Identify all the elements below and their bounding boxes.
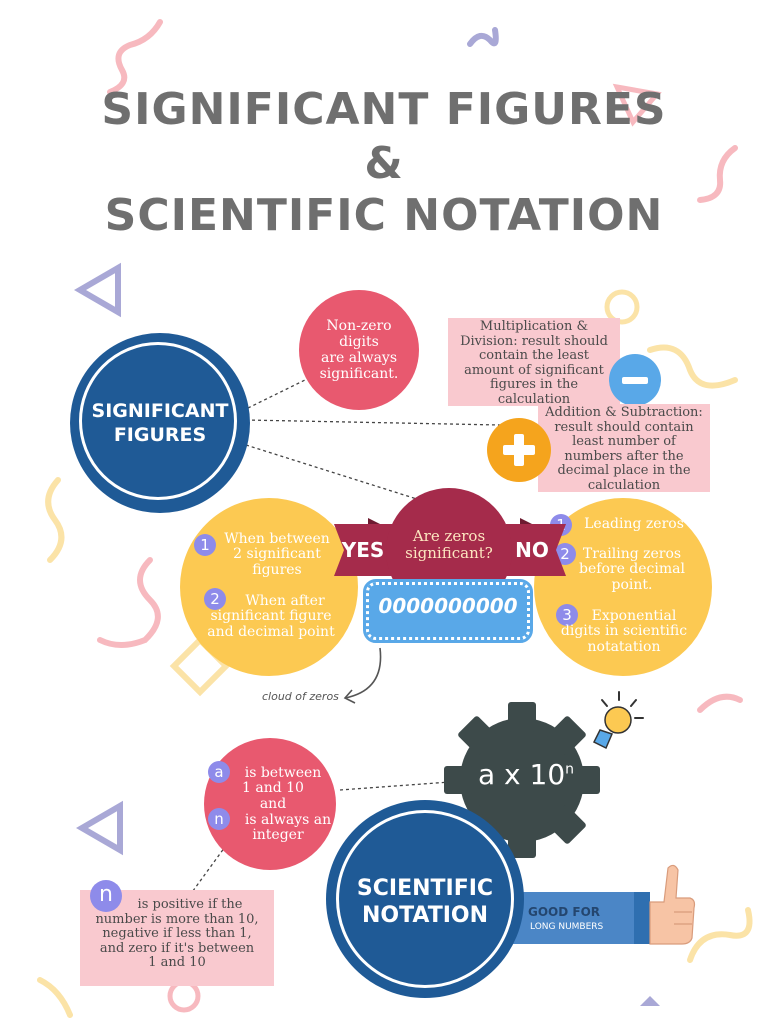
significant-figures-label-1: SIGNIFICANT — [91, 400, 229, 422]
zeros-cloud — [363, 579, 533, 643]
addition-subtraction-box: Addition & Subtraction: result should co… — [538, 404, 710, 492]
no-item-2-line-1: Trailing zeros — [582, 546, 682, 562]
no-item-3-line-3: notatation — [587, 638, 661, 655]
zeros-cloud-caption: cloud of zeros — [262, 690, 339, 703]
add-line-5: decimal place in the — [557, 463, 691, 479]
lightbulb-icon — [592, 691, 644, 750]
scientific-notation-circle-ring — [336, 810, 514, 988]
zeros-question-text: Are zeros significant? — [386, 527, 512, 563]
n-box-label-badge: n — [90, 880, 122, 912]
nonzero-digits-text: Non-zero digits are always significant. — [299, 318, 419, 382]
zeros-cloud-text: 0000000000 — [378, 594, 518, 618]
nonzero-line-1: Non-zero — [326, 318, 392, 334]
yes-item-2-text: When after significant figure and decima… — [196, 593, 346, 640]
good-for-banner — [500, 892, 650, 944]
n-text-1: is always an — [244, 812, 332, 828]
no-item-3-text: Exponential digits in scientific notatat… — [546, 608, 702, 655]
no-label: NO — [515, 538, 549, 562]
mult-line-4: amount of significant — [464, 362, 604, 378]
no-item-3-line-2: digits in scientific — [560, 623, 688, 640]
n-label-badge: n — [208, 808, 230, 830]
n-box-line-5: 1 and 10 — [148, 955, 206, 971]
nonzero-line-3: are always — [320, 350, 398, 367]
no-item-3-line-1: Exponential — [591, 608, 677, 624]
zeros-question-line-1: Are zeros — [412, 527, 486, 545]
formula-base: a x 10 — [477, 758, 566, 791]
good-for-line-1: GOOD FOR — [528, 905, 601, 919]
a-text-1: is between — [244, 765, 322, 781]
formula-exponent: n — [565, 761, 575, 778]
a-n-definition-bubble — [204, 738, 336, 870]
thumbs-up-icon — [634, 864, 696, 945]
no-item-2-line-2: before decimal — [579, 561, 685, 578]
a-definition-text: is between 1 and 10 and — [218, 765, 328, 812]
n-box-line-3: negative if less than 1, — [102, 926, 252, 942]
yes-item-1-line-3: figures — [252, 561, 302, 578]
good-for-line-2: LONG NUMBERS — [530, 922, 604, 932]
scientific-notation-label-1: SCIENTIFIC — [356, 876, 494, 901]
n-definition-text: is always an integer — [218, 812, 338, 844]
yes-ribbon — [334, 518, 394, 576]
nonzero-digits-bubble — [299, 290, 419, 410]
no-item-3-number: 3 — [556, 604, 578, 626]
nonzero-line-4: significant. — [319, 366, 399, 383]
a-label-badge: a — [208, 761, 230, 783]
yes-item-2-number: 2 — [204, 588, 226, 610]
yes-item-1-line-2: 2 significant — [233, 546, 321, 563]
mult-line-2: Division: result should — [460, 333, 608, 349]
yes-item-2-line-3: and decimal point — [207, 623, 335, 640]
add-line-6: calculation — [587, 477, 661, 493]
n-box-line-1: is positive if the — [137, 897, 243, 912]
yes-item-1-line-1: When between — [224, 531, 330, 547]
yes-item-2-line-1: When after — [245, 593, 325, 609]
yes-item-1-text: When between 2 significant figures — [208, 531, 346, 578]
nonzero-line-2: digits — [339, 334, 379, 351]
scientific-notation-label-2: NOTATION — [361, 903, 489, 928]
add-line-3: least number of — [572, 434, 676, 450]
mult-line-6: calculation — [497, 391, 571, 407]
formula-text: a x 10n — [466, 758, 586, 791]
add-line-2: result should contain — [554, 419, 694, 435]
mult-line-5: figures in the — [489, 377, 579, 393]
yes-item-2-line-2: significant figure — [210, 608, 332, 625]
no-item-2-line-3: point. — [611, 576, 653, 593]
multiplication-division-box: Multiplication & Division: result should… — [448, 318, 620, 406]
significant-figures-circle-ring — [79, 342, 237, 500]
zeros-question-line-2: significant? — [405, 544, 493, 563]
yes-label: YES — [341, 538, 385, 562]
and-text: and — [259, 795, 287, 812]
no-ribbon — [506, 518, 566, 576]
add-line-1: Addition & Subtraction: — [545, 405, 703, 420]
add-line-4: numbers after the — [564, 448, 684, 464]
no-item-2-text: Trailing zeros before decimal point. — [562, 546, 702, 593]
mult-line-3: contain the least — [478, 348, 590, 364]
n-text-2: integer — [252, 827, 304, 844]
minus-icon — [609, 354, 661, 406]
page-title-line1: SIGNIFICANT FIGURES — [101, 84, 667, 135]
no-item-1-text: Leading zeros — [574, 516, 694, 532]
a-text-2: 1 and 10 — [242, 780, 304, 797]
yes-item-1-number: 1 — [194, 534, 216, 556]
n-box-line-2: number is more than 10, — [95, 911, 259, 927]
plus-icon — [487, 418, 551, 482]
page-title-ampersand: & — [364, 138, 404, 189]
page-title-line2: SCIENTIFIC NOTATION — [104, 190, 664, 241]
yes-reasons-circle — [180, 498, 358, 676]
n-box-line-4: and zero if it's between — [99, 940, 255, 956]
no-item-1-line-1: Leading zeros — [584, 516, 684, 532]
significant-figures-label-2: FIGURES — [113, 424, 207, 446]
mult-line-1: Multiplication & — [479, 319, 589, 334]
